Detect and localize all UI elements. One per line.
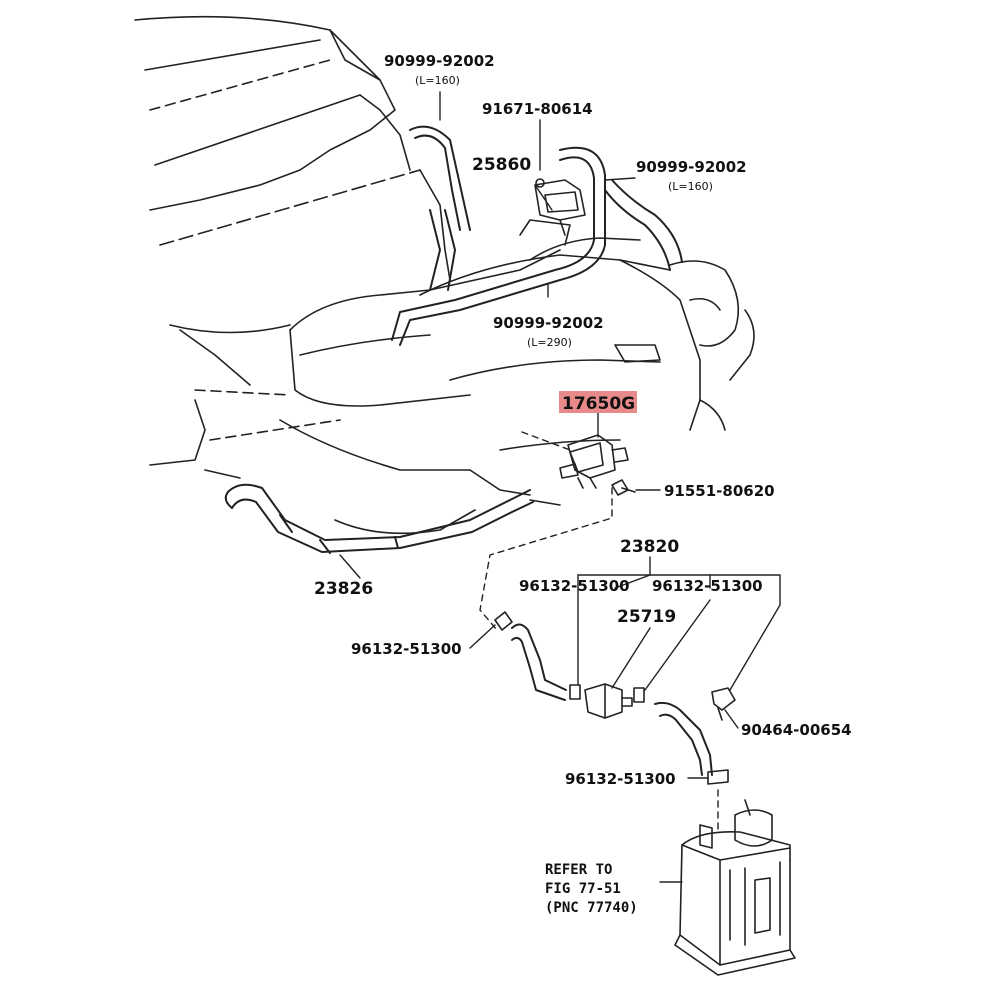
label-vsv-top: 25860 — [472, 155, 531, 175]
label-clamp-bottom: 96132-51300 — [565, 770, 676, 788]
charcoal-canister — [674, 799, 796, 976]
vsv-top — [534, 178, 586, 236]
dashed-leaders — [479, 431, 719, 831]
label-clamp-b: 96132-51300 — [652, 577, 763, 595]
clamp-bottom-shape — [707, 769, 729, 785]
label-hose-top-left: 90999-92002 — [384, 52, 495, 70]
bolt-91551 — [611, 479, 636, 496]
hose-23826 — [224, 483, 534, 554]
label-hose-middle-length: (L=290) — [527, 336, 572, 349]
refer-line-3: (PNC 77740) — [545, 900, 638, 916]
label-hose-top-right: 90999-92002 — [636, 158, 747, 176]
hose-left-lower — [511, 623, 567, 701]
label-hose-top-left-length: (L=160) — [415, 74, 460, 87]
clamp-left-lower — [494, 611, 513, 631]
valve-17650g — [559, 434, 629, 489]
engine-outline — [134, 15, 755, 535]
label-bolt-mid: 91551-80620 — [664, 482, 775, 500]
clamp-b-shape — [633, 687, 645, 703]
hose-lines-top — [391, 125, 683, 346]
label-hose-top-right-length: (L=160) — [668, 180, 713, 193]
label-leaders — [339, 91, 781, 883]
label-clamp-a: 96132-51300 — [519, 577, 630, 595]
label-bolt-top: 91671-80614 — [482, 100, 593, 118]
clamp-a-shape — [569, 684, 581, 700]
refer-line-1: REFER TO — [545, 862, 612, 878]
clip-90464 — [711, 687, 736, 721]
refer-line-2: FIG 77-51 — [545, 881, 621, 897]
label-valve-17650g: 17650G — [562, 394, 635, 414]
label-hose-bottom-left: 23826 — [314, 579, 373, 599]
label-clip-right: 90464-00654 — [741, 721, 852, 739]
hose-right-lower — [654, 701, 713, 776]
label-clamp-left: 96132-51300 — [351, 640, 462, 658]
filter-25719 — [584, 683, 633, 719]
label-pipe-assy: 23820 — [620, 537, 679, 557]
label-filter: 25719 — [617, 607, 676, 627]
highlight-box — [559, 391, 637, 413]
label-hose-middle: 90999-92002 — [493, 314, 604, 332]
